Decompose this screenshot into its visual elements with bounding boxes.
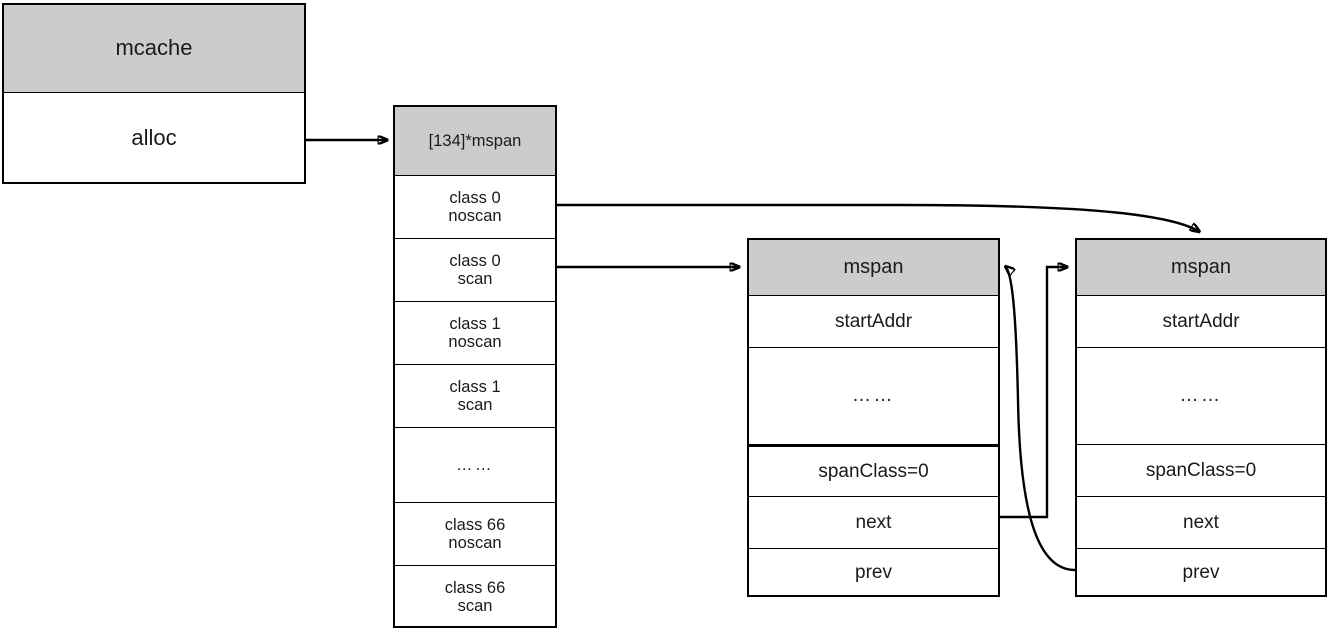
- mcache-field-alloc: alloc: [4, 92, 304, 183]
- mspan-box-1: mspan startAddr …… spanClass=0 next prev: [747, 238, 1000, 597]
- mspan-2-header: mspan: [1077, 240, 1325, 295]
- mspan-1-field-spanclass: spanClass=0: [749, 444, 998, 496]
- mcache-header: mcache: [4, 5, 304, 92]
- mspan-2-field-spanclass: spanClass=0: [1077, 444, 1325, 496]
- alloc-array-entry-class66-scan: class 66 scan: [395, 565, 555, 628]
- alloc-array-entry-class0-scan: class 0 scan: [395, 238, 555, 301]
- mspan-2-field-ellipsis: ……: [1077, 347, 1325, 444]
- mspan-2-field-prev: prev: [1077, 548, 1325, 597]
- mcache-box: mcache alloc: [2, 3, 306, 184]
- mspan-2-field-next: next: [1077, 496, 1325, 548]
- connector-mspan2prev-to-mspan1: [1005, 266, 1076, 572]
- connector-mspan1next-to-mspan2: [1000, 267, 1068, 519]
- mspan-2-field-startaddr: startAddr: [1077, 295, 1325, 347]
- mspan-box-2: mspan startAddr …… spanClass=0 next prev: [1075, 238, 1327, 597]
- alloc-array-entry-ellipsis: ……: [395, 427, 555, 502]
- alloc-array-box: [134]*mspan class 0 noscan class 0 scan …: [393, 105, 557, 628]
- alloc-array-entry-class1-noscan: class 1 noscan: [395, 301, 555, 364]
- connector-class0noscan-to-mspan2: [557, 203, 1200, 232]
- alloc-array-entry-class66-noscan: class 66 noscan: [395, 502, 555, 565]
- mspan-1-field-startaddr: startAddr: [749, 295, 998, 347]
- mspan-1-field-ellipsis: ……: [749, 347, 998, 444]
- alloc-array-header: [134]*mspan: [395, 107, 555, 175]
- alloc-array-entry-class0-noscan: class 0 noscan: [395, 175, 555, 238]
- alloc-array-entry-class1-scan: class 1 scan: [395, 364, 555, 427]
- mspan-1-field-prev: prev: [749, 548, 998, 597]
- mspan-1-field-next: next: [749, 496, 998, 548]
- mspan-1-header: mspan: [749, 240, 998, 295]
